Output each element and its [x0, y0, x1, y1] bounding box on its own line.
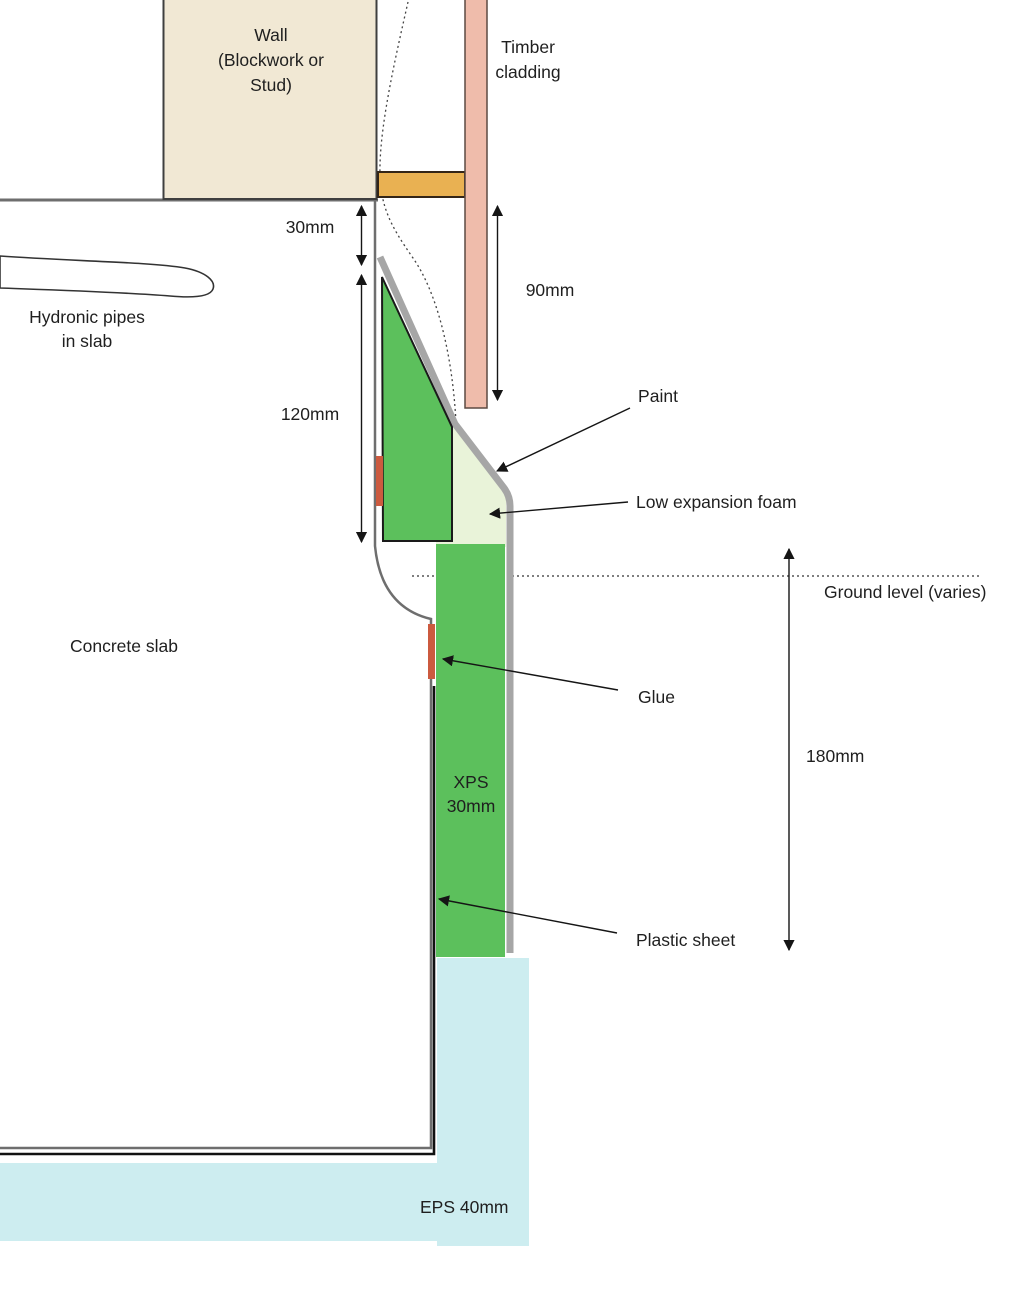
- wall-label-line1: Wall: [254, 25, 287, 45]
- hydronic-pipe-outline: [0, 255, 215, 298]
- eps-edge-column: [437, 958, 529, 1246]
- wall-label-line3: Stud): [250, 75, 292, 95]
- plastic-sheet-leader-arrow: [437, 895, 618, 934]
- low-expansion-foam-region: [436, 419, 506, 547]
- xps-label-line2: 30mm: [447, 796, 496, 816]
- foam-leader-arrow: [488, 501, 629, 519]
- dimension-lines: [355, 204, 795, 952]
- plastic-sheet-label: Plastic sheet: [636, 930, 735, 950]
- dim-label-120mm: 120mm: [281, 404, 339, 424]
- paint-label: Paint: [638, 386, 678, 406]
- timber-cladding-label-line2: cladding: [495, 62, 560, 82]
- slab-edge-outline: [0, 199, 433, 1150]
- hydronic-pipes-label-line2: in slab: [62, 331, 113, 351]
- eps-underslab-insulation: [0, 1163, 450, 1241]
- glue-leader-arrow: [441, 655, 619, 691]
- dim-label-30mm: 30mm: [286, 217, 335, 237]
- wall-block: [162, 0, 378, 200]
- glue-strip-lower: [428, 624, 435, 679]
- glue-label: Glue: [638, 687, 675, 707]
- eps-label: EPS 40mm: [420, 1197, 509, 1217]
- low-expansion-foam-label: Low expansion foam: [636, 492, 797, 512]
- timber-cladding-label-line1: Timber: [501, 37, 555, 57]
- insulation-wedge: [381, 276, 453, 542]
- diagram-labels: Wall (Blockwork or Stud) Timber cladding…: [29, 25, 986, 1217]
- dim-label-180mm: 180mm: [806, 746, 864, 766]
- timber-cladding-board: [464, 0, 488, 409]
- concrete-slab-label: Concrete slab: [70, 636, 178, 656]
- wall-label-line2: (Blockwork or: [218, 50, 324, 70]
- xps-label-line1: XPS: [453, 772, 488, 792]
- batten-block: [377, 171, 466, 198]
- glue-strip-upper: [376, 456, 383, 506]
- paint-leader-arrow: [495, 407, 631, 472]
- ground-level-label: Ground level (varies): [824, 582, 986, 602]
- dim-label-90mm: 90mm: [526, 280, 575, 300]
- xps-insulation-strip: [436, 544, 505, 957]
- hydronic-pipes-label-line1: Hydronic pipes: [29, 307, 145, 327]
- leader-arrows: [437, 407, 631, 934]
- render-paint-band: [376, 255, 514, 953]
- plastic-sheet-line: [0, 686, 436, 1156]
